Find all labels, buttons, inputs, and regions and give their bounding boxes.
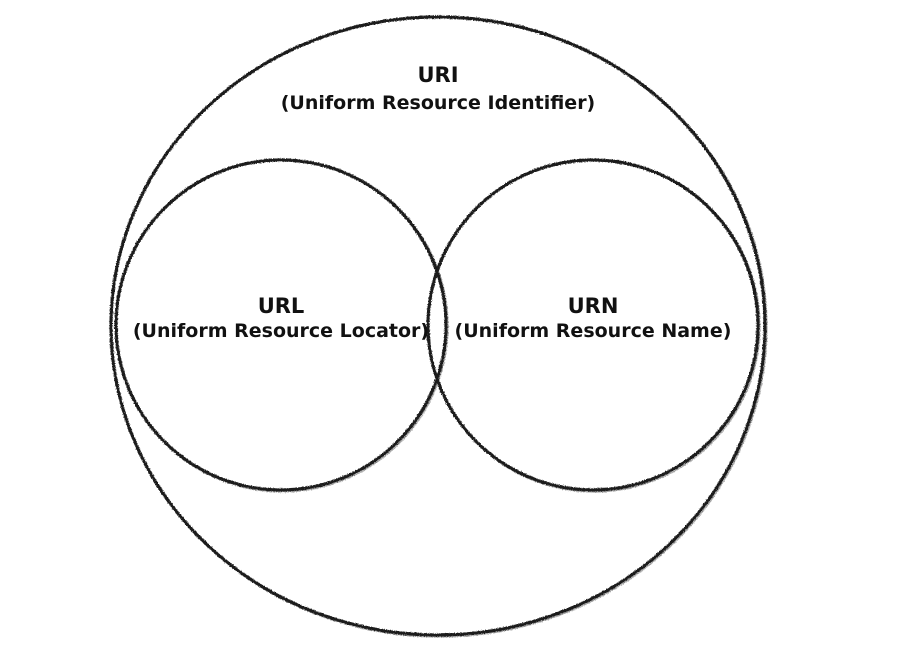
url-subtitle: (Uniform Resource Locator) (133, 320, 429, 342)
urn-subtitle: (Uniform Resource Name) (455, 320, 732, 342)
url-title: URL (258, 294, 305, 318)
uri-circle (109, 15, 768, 638)
urn-circle (426, 158, 761, 493)
url-circle (114, 158, 449, 493)
uri-title: URI (417, 63, 458, 87)
urn-title: URN (568, 294, 619, 318)
uri-subtitle: (Uniform Resource Identifier) (281, 92, 596, 114)
